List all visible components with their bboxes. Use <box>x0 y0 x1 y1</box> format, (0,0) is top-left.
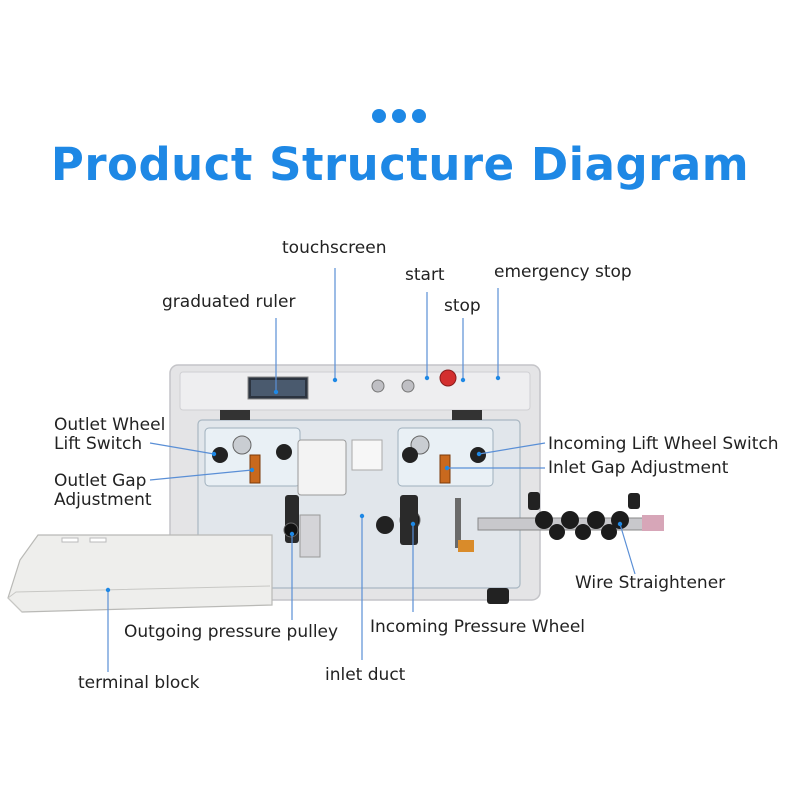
label-terminal-block: terminal block <box>78 673 200 693</box>
label-outlet-gap-adjustment-line1: Outlet Gap <box>54 471 147 491</box>
dot-1 <box>372 109 386 123</box>
leader-lines <box>107 268 636 672</box>
label-touchscreen: touchscreen <box>282 238 387 258</box>
dot-2 <box>392 109 406 123</box>
decorative-dots <box>372 109 432 125</box>
start-button <box>371 379 385 393</box>
control-panel-strip <box>179 371 531 411</box>
emergency-stop-button <box>439 369 457 387</box>
label-inlet-duct: inlet duct <box>325 665 406 685</box>
inlet-duct <box>299 514 321 558</box>
label-stop: stop <box>444 296 481 316</box>
label-inlet-gap-adjustment: Inlet Gap Adjustment <box>548 458 729 478</box>
label-incoming-lift-wheel-switch: Incoming Lift Wheel Switch <box>548 434 779 454</box>
label-emergency-stop: emergency stop <box>494 262 632 282</box>
dot-3 <box>412 109 426 123</box>
terminal-block-tray <box>7 534 273 613</box>
label-graduated-ruler: graduated ruler <box>162 292 296 312</box>
label-outlet-wheel-lift-switch-line2: Lift Switch <box>54 434 143 454</box>
cutter-block <box>297 439 347 496</box>
stop-button <box>401 379 415 393</box>
label-outlet-wheel-lift-switch-line1: Outlet Wheel <box>54 415 166 435</box>
outlet-gap-slot <box>249 454 261 484</box>
inlet-gap-slot <box>439 454 451 484</box>
label-outlet-gap-adjustment-line2: Adjustment <box>54 490 152 510</box>
label-start: start <box>405 265 445 285</box>
outgoing-pressure-pulley <box>283 522 299 538</box>
label-incoming-pressure-wheel: Incoming Pressure Wheel <box>370 617 586 637</box>
label-wire-straightener: Wire Straightener <box>575 573 726 593</box>
leader-endpoints <box>105 375 623 593</box>
label-outgoing-pressure-pulley: Outgoing pressure pulley <box>124 622 339 642</box>
outlet-lift-knob <box>212 447 228 463</box>
page-title: Product Structure Diagram <box>50 138 750 191</box>
